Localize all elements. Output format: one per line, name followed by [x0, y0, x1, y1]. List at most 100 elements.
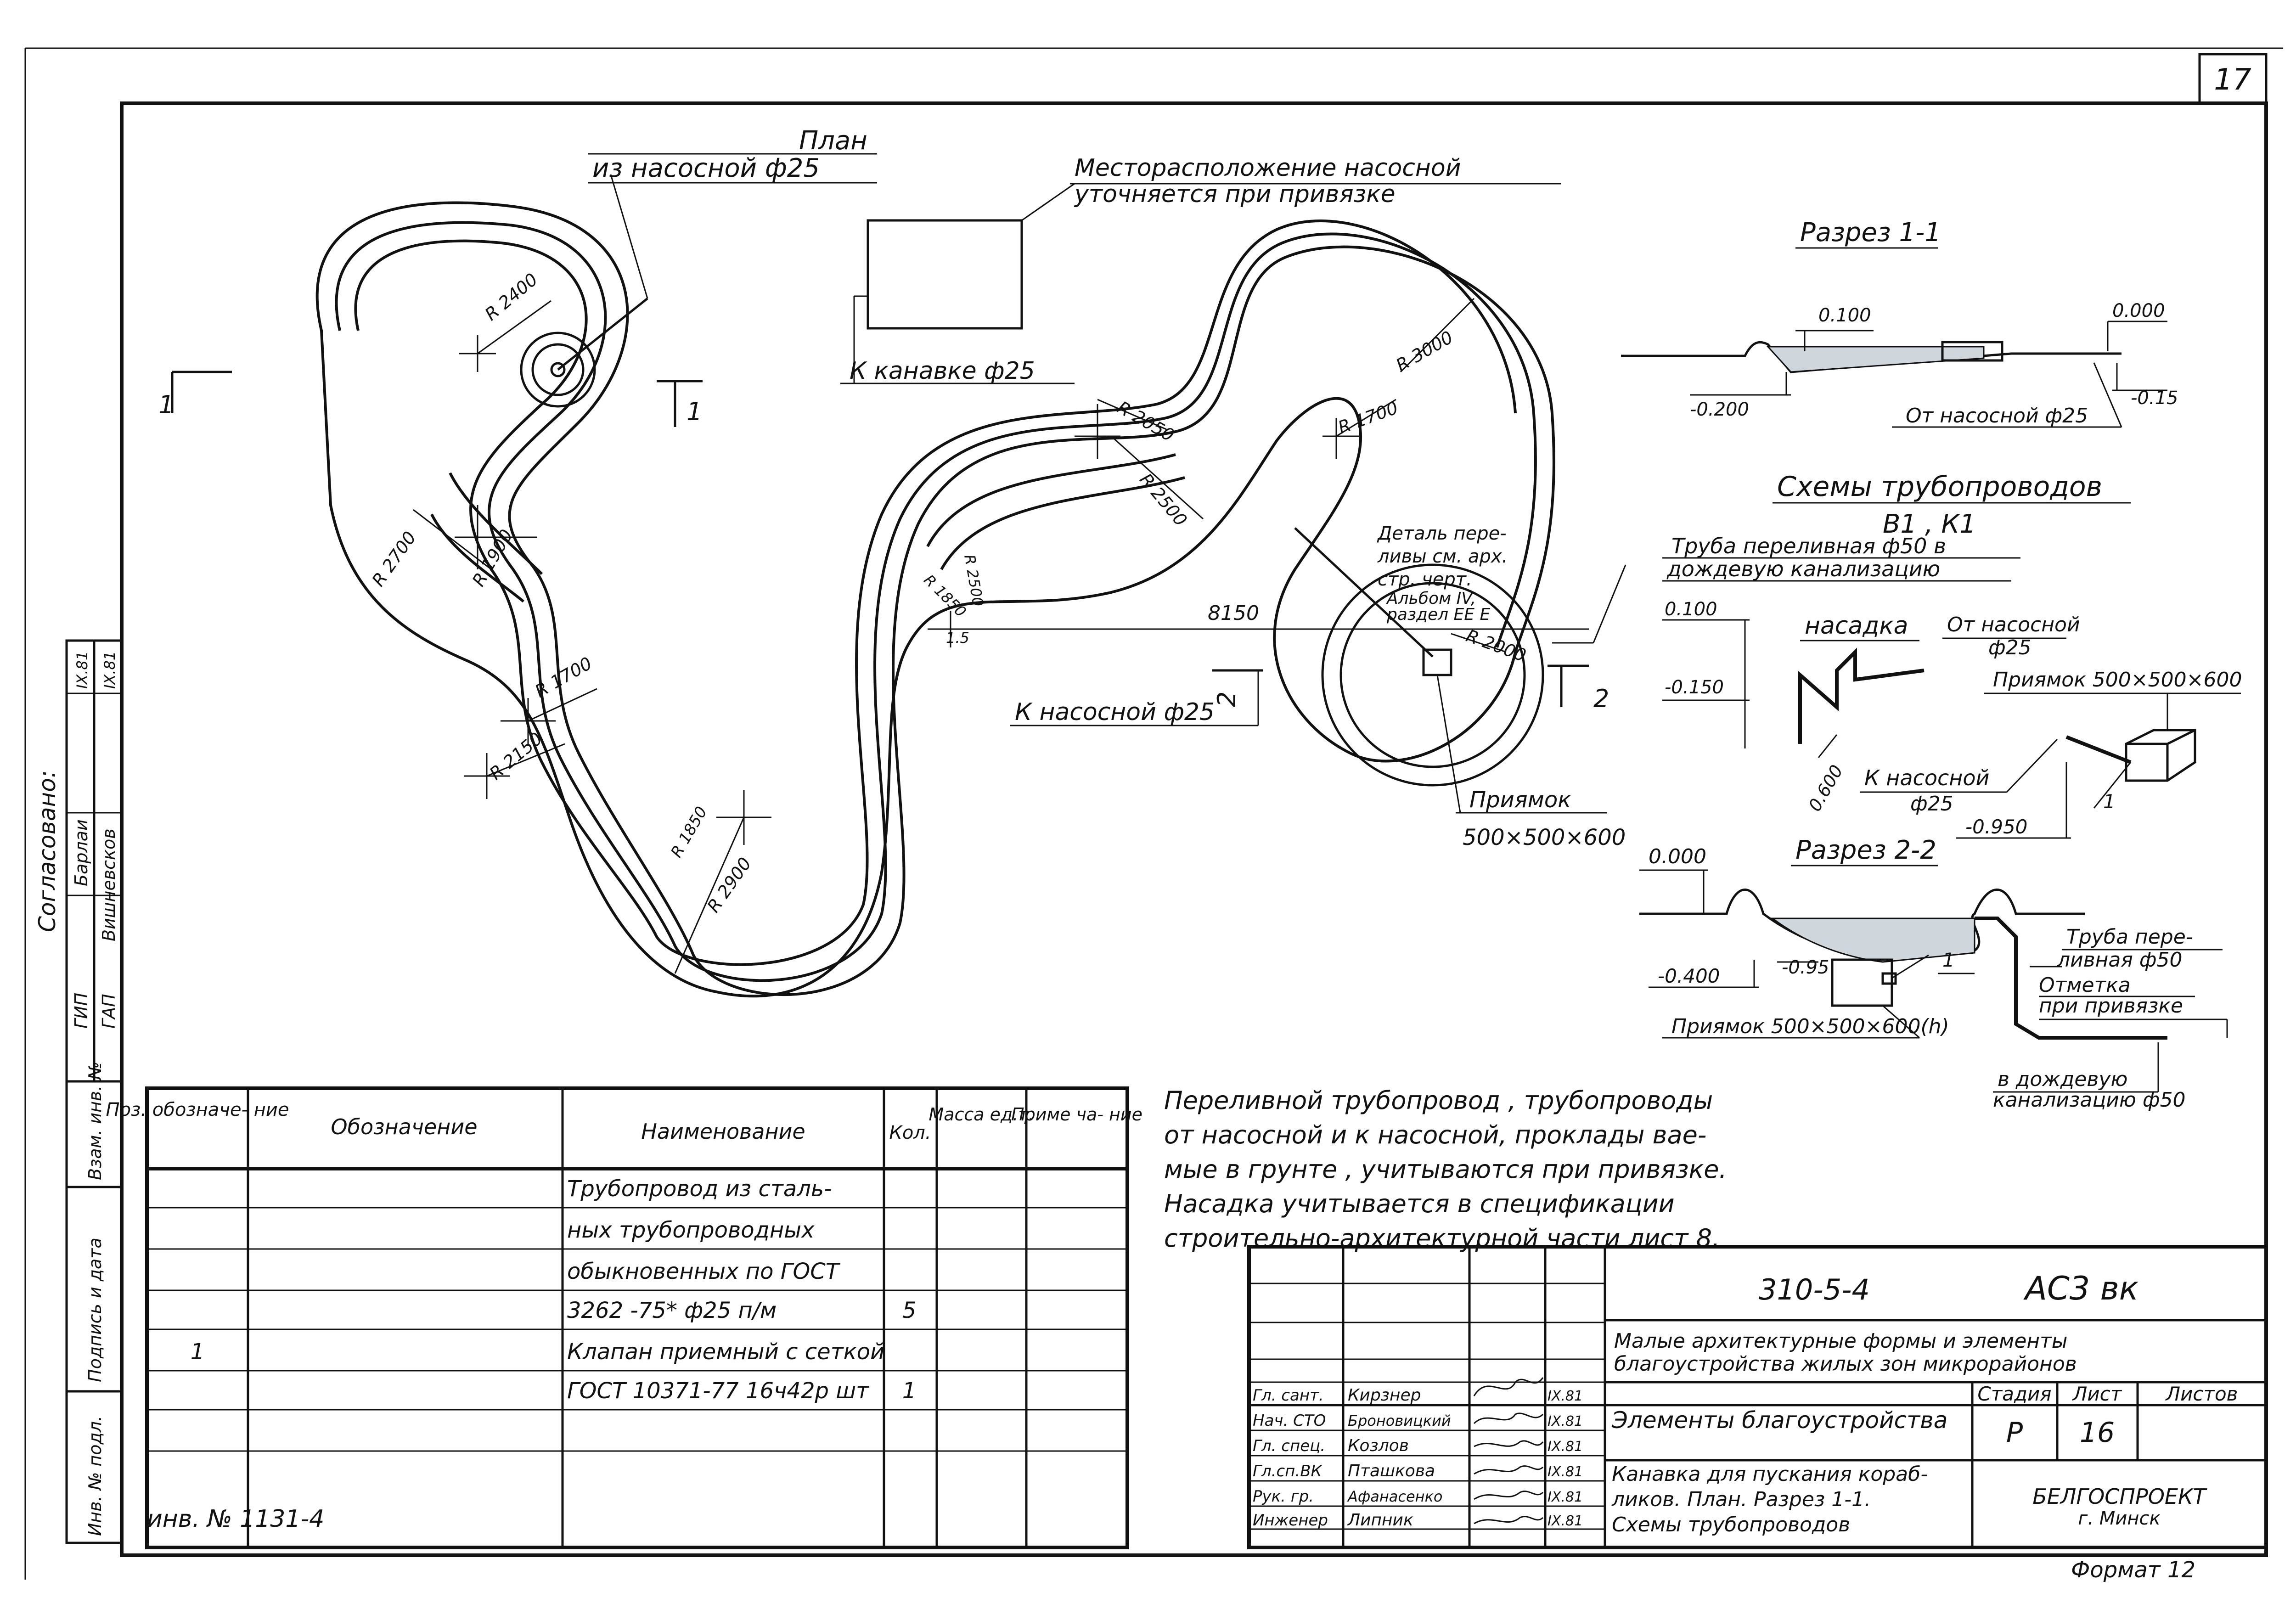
schemes-overflow: Труба переливная ф50 в	[1671, 534, 1946, 558]
svg-text:R 2400: R 2400	[481, 269, 542, 325]
channel-inner-contour-1	[335, 221, 1537, 982]
plan-title: План	[799, 126, 867, 156]
svg-text:Взам. инв. №: Взам. инв. №	[85, 1062, 105, 1180]
channel-inner-contour-3	[430, 453, 1185, 603]
schemes-title: Схемы трубопроводов	[1777, 471, 2102, 503]
svg-text:Приме ча- ние: Приме ча- ние	[1011, 1104, 1142, 1125]
s1-level-left: 0.100	[1818, 305, 1871, 326]
svg-text:R 1700: R 1700	[1335, 398, 1401, 438]
svg-text:ликов. План. Разрез 1-1.: ликов. План. Разрез 1-1.	[1611, 1488, 1871, 1511]
svg-text:2: 2	[1212, 692, 1241, 707]
pit-box-3d	[2125, 729, 2196, 782]
svg-text:Малые архитектурные формы и эл: Малые архитектурные формы и элементы	[1614, 1329, 2068, 1353]
svg-text:-0.400: -0.400	[1658, 965, 1720, 987]
svg-text:R 2000: R 2000	[1463, 625, 1529, 666]
svg-text:1: 1	[1942, 949, 1955, 971]
dimension-15: 1.5	[946, 629, 969, 647]
section-marker-2: 2 2	[1212, 664, 1609, 713]
svg-text:ГАП: ГАП	[99, 994, 119, 1029]
svg-text:Рук. гр.: Рук. гр.	[1253, 1487, 1314, 1506]
svg-text:Барлаи: Барлаи	[71, 819, 91, 886]
pit-label-line2: 500×500×600	[1463, 825, 1626, 850]
svg-text:Деталь пере-: Деталь пере-	[1377, 523, 1507, 544]
dimension-8150: 8150	[1208, 602, 1259, 625]
svg-text:Р: Р	[2006, 1417, 2023, 1449]
svg-text:Гл.сп.ВК: Гл.сп.ВК	[1253, 1462, 1323, 1480]
svg-text:стр. черт.: стр. черт.	[1378, 569, 1472, 590]
s2-overflow-pipe	[1975, 917, 2167, 1040]
svg-text:IX.81: IX.81	[73, 651, 91, 689]
svg-text:Гл. сант.: Гл. сант.	[1253, 1386, 1324, 1405]
s1-level-right-low: -0.15	[2131, 388, 2178, 409]
doc-mark: АС3 вк	[2023, 1270, 2138, 1307]
side-stamp: Согласовано: Барлаи Вишневсков IX.81 IX.…	[34, 639, 123, 1544]
svg-text:1: 1	[687, 397, 702, 426]
svg-text:ГИП: ГИП	[71, 993, 91, 1029]
svg-text:ф25: ф25	[1910, 792, 1953, 816]
svg-text:IX.81: IX.81	[1548, 1464, 1583, 1480]
staff-list: Гл. сант. Кирзнер IX.81 Нач. СТО Бронови…	[1253, 1386, 1583, 1530]
spec-table: Поз. обозначе- ние Обозначение Наименова…	[106, 1086, 1142, 1549]
s1-from-pump: От насосной ф25	[1906, 404, 2088, 428]
radius-leaders	[413, 298, 1507, 974]
section-1-1: Разрез 1-1 0.100 0.000 -0.200 -0.15 От н…	[1621, 218, 2178, 428]
paper-format: Формат 12	[2071, 1557, 2195, 1583]
pump-intake	[550, 362, 566, 377]
svg-text:Наименование: Наименование	[641, 1119, 805, 1144]
svg-text:-0.95: -0.95	[1782, 957, 1829, 978]
svg-text:БЕЛГОСПРОЕКТ: БЕЛГОСПРОЕКТ	[2032, 1484, 2207, 1509]
svg-text:мые в грунте , учитываются при: мые в грунте , учитываются при привязке.	[1164, 1155, 1727, 1184]
svg-text:Листов: Листов	[2165, 1383, 2238, 1405]
svg-text:Канавка для пускания кораб-: Канавка для пускания кораб-	[1612, 1463, 1928, 1486]
svg-text:г. Минск: г. Минск	[2078, 1508, 2160, 1529]
scheme-pit: Приямок 500×500×600	[1993, 668, 2242, 692]
svg-text:Пташкова: Пташкова	[1348, 1462, 1435, 1480]
svg-text:3262 -75* ф25 п/м: 3262 -75* ф25 п/м	[567, 1298, 777, 1323]
svg-text:IX.81: IX.81	[101, 651, 118, 689]
svg-text:Переливной трубопровод , трубо: Переливной трубопровод , трубопроводы	[1164, 1086, 1713, 1115]
page-number: 17	[2214, 63, 2251, 97]
pump-note-line1: Месторасположение насосной	[1075, 154, 1461, 182]
section-marker-1: 1 1	[158, 371, 703, 427]
svg-text:Стадия: Стадия	[1977, 1383, 2051, 1405]
svg-text:ливы см. арх.: ливы см. арх.	[1377, 546, 1508, 567]
svg-text:Липник: Липник	[1347, 1511, 1413, 1530]
svg-text:ливная ф50: ливная ф50	[2057, 948, 2182, 972]
pit-label-line1: Приямок	[1469, 787, 1571, 813]
svg-text:Насадка учитывается в специфик: Насадка учитывается в спецификации	[1164, 1189, 1675, 1218]
schemes-to-rain: дождевую канализацию	[1666, 557, 1940, 581]
svg-text:Вишневсков: Вишневсков	[99, 828, 119, 941]
svg-text:обыкновенных по ГОСТ: обыкновенных по ГОСТ	[567, 1259, 841, 1284]
signatures	[1473, 1377, 1544, 1525]
s2-pit: Приямок 500×500×600(h)	[1671, 1015, 1949, 1038]
svg-text:R 3000: R 3000	[1393, 327, 1457, 376]
svg-text:IX.81: IX.81	[1548, 1489, 1583, 1505]
svg-text:Схемы трубопроводов: Схемы трубопроводов	[1612, 1513, 1850, 1536]
svg-text:IX.81: IX.81	[1548, 1513, 1583, 1529]
pump-station	[867, 219, 1023, 330]
svg-text:R 2500: R 2500	[961, 553, 987, 608]
svg-text:R 2700: R 2700	[368, 528, 420, 590]
svg-text:в дождевую: в дождевую	[1998, 1068, 2127, 1091]
schemes-systems: В1 , К1	[1883, 509, 1976, 539]
svg-text:Отметка: Отметка	[2039, 973, 2131, 997]
channel-outer-contour	[315, 201, 1555, 998]
svg-text:ф25: ф25	[1988, 636, 2032, 659]
svg-text:Лист: Лист	[2072, 1383, 2122, 1405]
title-block: 310-5-4 АС3 вк Малые архитектурные формы…	[1247, 1245, 2268, 1549]
svg-text:Козлов: Козлов	[1348, 1436, 1409, 1455]
plan-from-pump: из насосной ф25	[592, 153, 820, 183]
nozzle-label: насадка	[1805, 612, 1908, 640]
svg-text:Альбом IV,: Альбом IV,	[1386, 589, 1476, 608]
svg-text:Инв. № подл.: Инв. № подл.	[85, 1416, 105, 1536]
svg-text:Масса ед.т.: Масса ед.т.	[929, 1104, 1034, 1125]
svg-text:2: 2	[1593, 684, 1609, 713]
svg-text:К насосной: К насосной	[1864, 765, 1989, 790]
center-marks	[455, 335, 1359, 845]
svg-text:IX.81: IX.81	[1548, 1388, 1583, 1404]
overflow-detail-note: Деталь пере- ливы см. арх. стр. черт. Ал…	[1377, 523, 1508, 624]
plan-view: План из насосной ф25 Месторасположение н…	[158, 126, 1626, 998]
s1-level-bottom: -0.200	[1690, 399, 1749, 420]
svg-text:Трубопровод из сталь-: Трубопровод из сталь-	[567, 1176, 832, 1202]
